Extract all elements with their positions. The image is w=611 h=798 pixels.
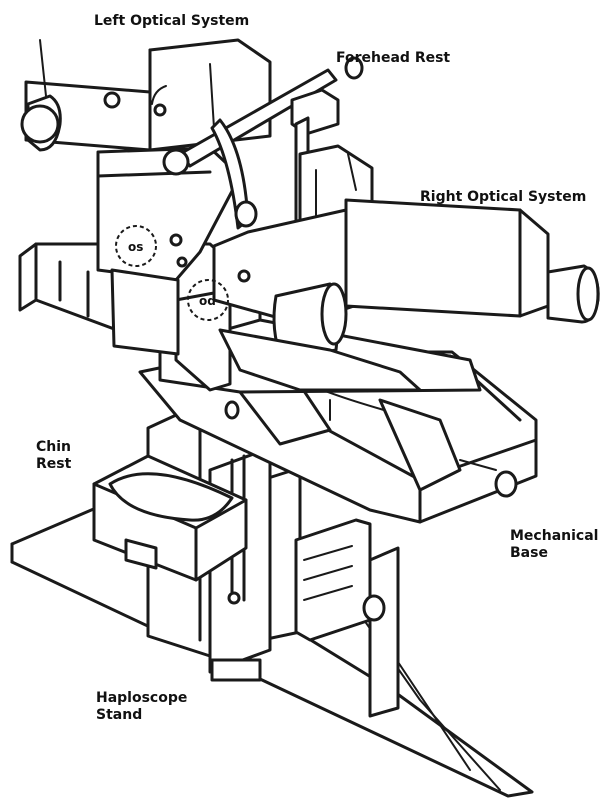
label-haploscope-stand-line2: Stand: [96, 706, 143, 723]
label-mechanical-base-line1: Mechanical: [510, 528, 599, 544]
chin-rest: [92, 454, 248, 582]
label-haploscope-stand-line1: Haploscope: [96, 690, 188, 706]
label-right-optical-system-text: Right Optical System: [420, 189, 587, 205]
right-optical-system: [212, 144, 600, 392]
label-chin-rest-line1: Chin: [36, 439, 72, 455]
label-mechanical-base: Mechanical Base: [510, 528, 598, 561]
label-forehead-rest-text: Forehead Rest: [336, 50, 451, 66]
label-right-optical-system: Right Optical System: [420, 189, 586, 206]
label-left-optical-system: Left Optical System: [94, 13, 249, 30]
label-left-optical-system-text: Left Optical System: [94, 13, 250, 29]
label-forehead-rest: Forehead Rest: [336, 50, 450, 67]
label-chin-rest-line2: Rest: [36, 455, 72, 472]
eye-label-os: os: [128, 240, 143, 254]
eye-marker-od: od: [187, 279, 229, 321]
label-mechanical-base-line2: Base: [510, 544, 548, 561]
eye-marker-os: os: [115, 225, 157, 267]
label-haploscope-stand: Haploscope Stand: [96, 690, 187, 723]
eye-label-od: od: [199, 294, 216, 308]
label-chin-rest: Chin Rest: [36, 439, 71, 472]
